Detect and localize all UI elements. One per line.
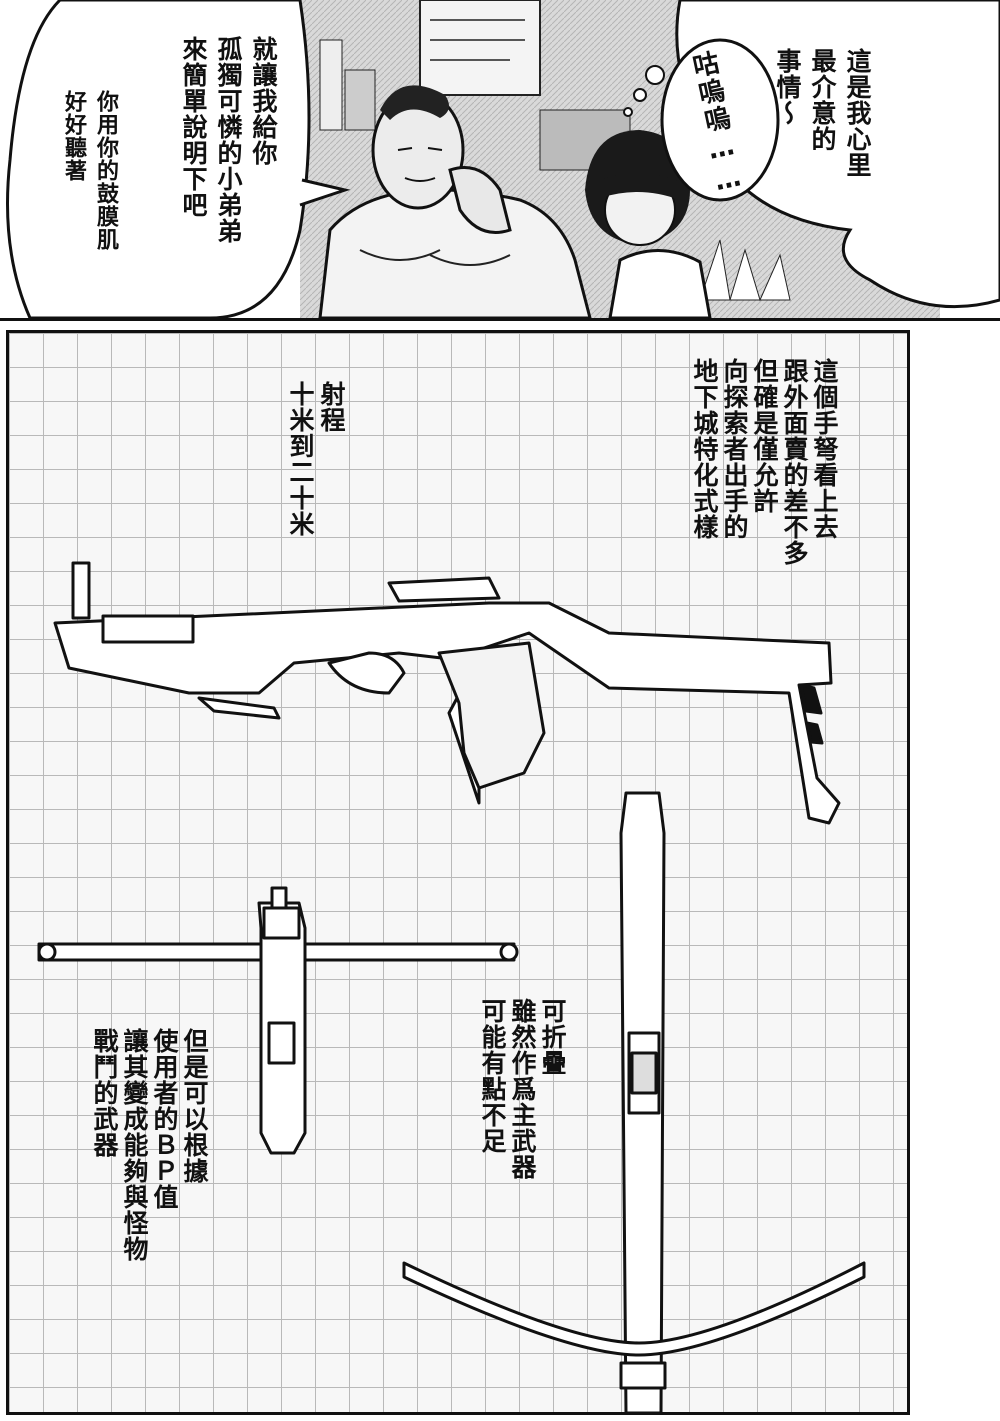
crossbow-side-view [53,561,841,825]
fold-col1: 可折疊 [538,998,567,1076]
speech-left-col2: 孤獨可憐的小弟弟 [214,36,243,244]
desc-col5: 地下城特化式樣 [690,358,719,540]
range-col2: 十米到二十米 [286,381,315,537]
shop-scene-panel: 就讓我給你 孤獨可憐的小弟弟 來簡單說明下吧 你用你的鼓膜肌 好好聽著 這是我心… [0,0,1000,318]
bp-col4: 戰鬥的武器 [90,1028,119,1158]
speech-right-col3: 事情〜 [773,48,802,126]
speech-left-small-col1: 你用你的鼓膜肌 [93,90,118,251]
range-col1: 射程 [317,381,346,433]
desc-col1: 這個手弩看上去 [810,358,839,540]
crossbow-front-view [402,791,866,1412]
desc-col2: 跟外面賣的差不多 [780,358,809,566]
speech-left-col1: 就讓我給你 [249,36,278,166]
speech-left-small-col2: 好好聽著 [61,90,86,182]
crossbow-top-view [37,886,519,1155]
desc-col4: 向探索者出手的 [720,358,749,540]
fold-col3: 可能有點不足 [478,998,507,1154]
speech-right-col2: 最介意的 [808,48,837,152]
bp-col1: 但是可以根據 [180,1028,209,1184]
crossbow-drawings [37,561,866,1412]
desc-col3: 但確是僅允許 [750,358,779,514]
panel-divider [0,318,1000,321]
speech-right-col1: 這是我心里 [843,48,872,178]
crossbow-blueprint-panel: 這個手弩看上去 跟外面賣的差不多 但確是僅允許 向探索者出手的 地下城特化式樣 … [6,330,910,1415]
fold-col2: 雖然作爲主武器 [508,998,537,1180]
bp-col2: 使用者的ＢＰ值 [150,1028,179,1210]
bp-col3: 讓其變成能夠與怪物 [120,1028,149,1262]
shop-scene-illustration [6,0,1000,318]
speech-left-col3: 來簡單說明下吧 [179,36,208,218]
